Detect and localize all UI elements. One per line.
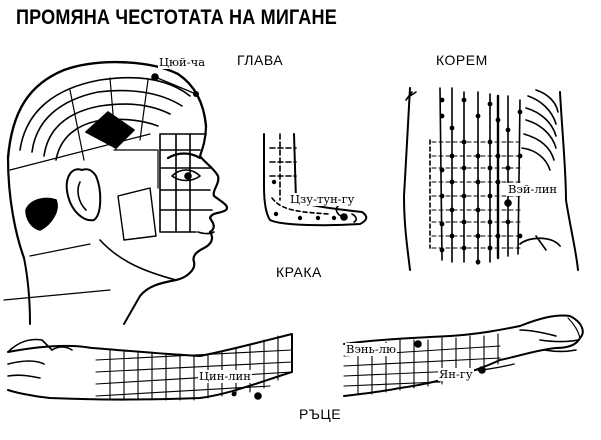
point-label-vey-lin: Вэй-лин <box>507 182 559 196</box>
left-arm-illustration <box>7 333 293 401</box>
section-label-hands: РЪЦЕ <box>299 406 342 422</box>
page-title: ПРОМЯНА ЧЕСТОТАТА НА МИГАНЕ <box>16 6 337 29</box>
point-label-yan-gu: Ян-гу <box>438 367 474 381</box>
section-label-abdomen: КОРЕМ <box>436 52 488 68</box>
section-label-head: ГЛАВА <box>237 52 284 68</box>
foot-illustration <box>263 133 368 227</box>
section-label-legs: КРАКА <box>276 264 322 280</box>
point-label-czu-tun-gu: Цзу-тун-гу <box>289 192 356 206</box>
abdomen-illustration <box>403 87 579 271</box>
point-label-cin-lin: Цин-лин <box>198 369 252 383</box>
head-profile-illustration <box>3 60 229 325</box>
right-arm-illustration <box>343 314 584 397</box>
point-label-ven-liu: Вэнь-лю <box>345 342 398 356</box>
point-label-cuy-cha: Цюй-ча <box>158 55 207 69</box>
